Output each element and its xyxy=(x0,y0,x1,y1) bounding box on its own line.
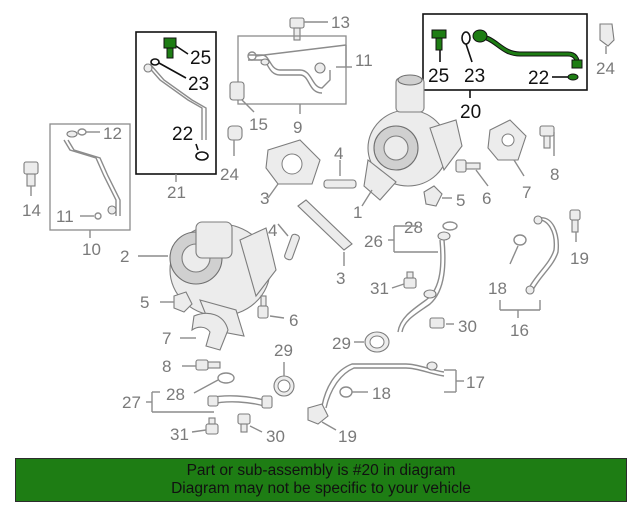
part-30-fitting-upper[interactable] xyxy=(429,317,445,329)
part-19-bolt-lower[interactable] xyxy=(307,403,329,425)
callout-11-mid: 11 xyxy=(56,207,74,226)
part-26-tube[interactable] xyxy=(397,231,451,333)
callout-25-box20: 25 xyxy=(428,66,449,87)
part-10-line[interactable] xyxy=(63,130,121,216)
part-14-bolt[interactable] xyxy=(23,161,39,187)
part-5-nut-upper[interactable] xyxy=(423,185,443,207)
callout-28-lower: 28 xyxy=(166,385,185,404)
part-4-stud-lower[interactable] xyxy=(284,233,300,261)
banner-line-2: Diagram may not be specific to your vehi… xyxy=(171,480,471,497)
callout-11-top: 11 xyxy=(355,51,373,70)
callout-9: 9 xyxy=(293,118,302,137)
callout-20: 20 xyxy=(460,102,481,123)
callout-1: 1 xyxy=(353,203,362,222)
callout-21: 21 xyxy=(167,183,186,202)
callout-23-box20: 23 xyxy=(464,66,485,87)
part-5-nut-lower[interactable] xyxy=(173,291,193,313)
part-31-fitting-upper[interactable] xyxy=(403,271,417,289)
part-30-fitting-lower[interactable] xyxy=(237,413,251,433)
callout-24-left: 24 xyxy=(220,165,239,184)
callout-22-box21: 22 xyxy=(172,124,193,145)
part-24-cap-left[interactable] xyxy=(227,125,243,141)
callout-4-upper: 4 xyxy=(334,144,343,163)
parts-diagram: 13 11 9 15 24 25 23 22 21 xyxy=(22,13,615,446)
part-7-bracket-upper[interactable] xyxy=(487,119,527,161)
callout-29-right: 29 xyxy=(332,334,351,353)
callout-7-upper: 7 xyxy=(522,183,531,202)
callout-28-upper: 28 xyxy=(404,218,423,237)
callout-22-box20: 22 xyxy=(528,68,549,89)
part-27-pipe[interactable] xyxy=(207,395,273,409)
part-24-cap-right[interactable] xyxy=(599,23,615,47)
callout-29-lower: 29 xyxy=(274,341,293,360)
part-7-hose-lower[interactable] xyxy=(191,312,229,351)
callout-8-lower: 8 xyxy=(162,357,171,376)
part-6-bolt-lower[interactable] xyxy=(257,295,269,319)
callout-17: 17 xyxy=(466,373,485,392)
callout-3-upper: 3 xyxy=(260,189,269,208)
callout-26: 26 xyxy=(364,232,383,251)
callout-31-lower: 31 xyxy=(170,425,189,444)
callout-19-right: 19 xyxy=(570,249,589,268)
part-25-bolt-box20[interactable] xyxy=(431,29,447,51)
callout-30-lower: 30 xyxy=(266,427,285,446)
part-21-line[interactable] xyxy=(143,63,207,140)
callout-31-upper: 31 xyxy=(370,279,389,298)
callout-5-upper: 5 xyxy=(456,191,465,210)
callout-12: 12 xyxy=(103,124,122,143)
callout-13: 13 xyxy=(331,13,350,32)
part-3-gasket-lower[interactable] xyxy=(297,199,353,251)
part-6-bolt-upper[interactable] xyxy=(455,159,481,173)
part-2-turbocharger[interactable] xyxy=(169,221,277,337)
part-1-turbocharger[interactable] xyxy=(363,74,463,201)
callout-2: 2 xyxy=(120,247,129,266)
part-9-box xyxy=(237,35,347,105)
part-8-bolt-lower[interactable] xyxy=(195,359,221,371)
callout-4-lower: 4 xyxy=(268,221,277,240)
callout-16: 16 xyxy=(510,321,529,340)
callout-15: 15 xyxy=(249,115,268,134)
part-4-stud-upper[interactable] xyxy=(323,179,357,189)
callout-18-lower: 18 xyxy=(372,384,391,403)
callout-25-box21: 25 xyxy=(190,48,211,69)
info-banner: Part or sub-assembly is #20 in diagram D… xyxy=(15,458,627,502)
part-20-tube[interactable] xyxy=(472,29,583,69)
part-16-line[interactable] xyxy=(525,215,559,295)
part-19-bolt-right[interactable] xyxy=(569,209,581,233)
part-31-fitting-lower[interactable] xyxy=(205,417,219,435)
callout-30-upper: 30 xyxy=(458,317,477,336)
part-20-box xyxy=(422,13,588,91)
callout-14: 14 xyxy=(22,201,41,220)
part-8-bolt-upper[interactable] xyxy=(539,125,555,149)
part-17-line[interactable] xyxy=(321,361,445,409)
part-3-gasket-upper[interactable] xyxy=(265,139,321,185)
callout-7-lower: 7 xyxy=(162,329,171,348)
part-9-line[interactable] xyxy=(248,54,331,94)
banner-line-1: Part or sub-assembly is #20 in diagram xyxy=(186,462,456,479)
callout-6-upper: 6 xyxy=(482,189,491,208)
part-25-bolt-box21[interactable] xyxy=(163,37,177,59)
callout-24-right: 24 xyxy=(596,59,615,78)
callout-10: 10 xyxy=(82,240,101,259)
callout-19-lower: 19 xyxy=(338,427,357,446)
callout-5-lower: 5 xyxy=(140,293,149,312)
part-13-bolt[interactable] xyxy=(289,17,305,41)
part-15-fitting[interactable] xyxy=(229,81,245,101)
callout-8-upper: 8 xyxy=(550,165,559,184)
callout-3-lower: 3 xyxy=(336,269,345,288)
callout-27: 27 xyxy=(122,393,141,412)
callout-6-lower: 6 xyxy=(289,311,298,330)
callout-18-right: 18 xyxy=(488,279,507,298)
callout-23-box21: 23 xyxy=(188,74,209,95)
